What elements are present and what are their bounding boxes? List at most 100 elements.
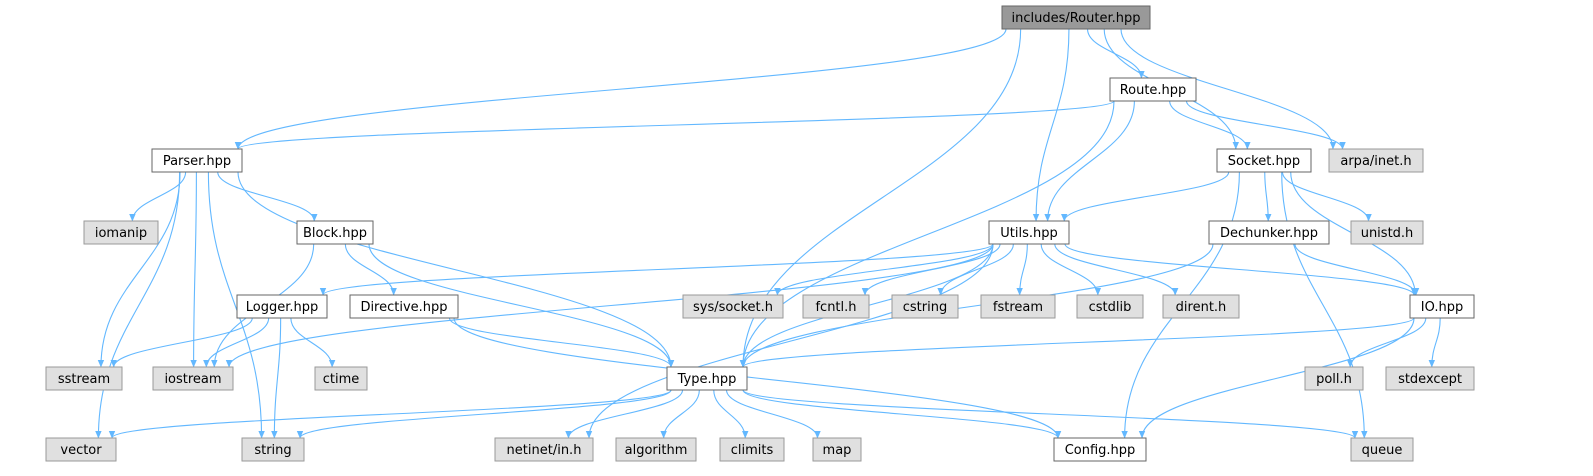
node-label-type: Type.hpp: [677, 372, 737, 387]
node-label-map: map: [823, 443, 852, 458]
edge-io-to-stdexcept: [1428, 317, 1441, 368]
node-iostream: iostream: [152, 366, 234, 391]
node-arpa: arpa/inet.h: [1328, 148, 1424, 173]
node-sstream: sstream: [45, 366, 123, 391]
node-label-route: Route.hpp: [1120, 83, 1187, 98]
node-string: string: [241, 437, 305, 462]
node-directive[interactable]: Directive.hpp: [349, 294, 459, 319]
edge-dechunker-to-io: [1294, 243, 1420, 296]
edge-utils-to-cstring: [937, 243, 1014, 296]
edge-utils-to-cstdlib: [1040, 243, 1102, 296]
edge-socket-to-unistd: [1281, 171, 1372, 222]
node-label-climits: climits: [731, 443, 774, 458]
node-label-ctime: ctime: [323, 372, 360, 387]
node-label-algorithm: algorithm: [625, 443, 688, 458]
node-box-queue: [1350, 437, 1414, 462]
edge-type-to-string: [296, 389, 672, 439]
edge-socket-to-queue: [1281, 171, 1368, 439]
node-dechunker[interactable]: Dechunker.hpp: [1208, 220, 1330, 245]
node-utils[interactable]: Utils.hpp: [988, 220, 1070, 245]
node-box-poll: [1304, 366, 1364, 391]
node-label-config: Config.hpp: [1065, 443, 1136, 458]
node-box-iomanip: [83, 220, 159, 245]
edge-parser-to-string: [207, 171, 265, 439]
edge-logger-to-string: [271, 317, 282, 439]
node-socket[interactable]: Socket.hpp: [1216, 148, 1312, 173]
node-box-stdexcept: [1385, 366, 1475, 391]
edge-block-to-type: [368, 243, 675, 368]
edge-parser-to-iomanip: [129, 171, 187, 222]
edge-router-to-arpa: [1120, 28, 1337, 150]
node-ctime: ctime: [314, 366, 368, 391]
node-router[interactable]: includes/Router.hpp: [1001, 5, 1151, 30]
node-fstream: fstream: [980, 294, 1056, 319]
edge-type-to-vector: [108, 389, 672, 439]
edge-logger-to-sstream: [110, 317, 253, 368]
node-box-ctime: [314, 366, 368, 391]
node-label-io: IO.hpp: [1421, 300, 1463, 315]
edge-io-to-type: [740, 317, 1415, 368]
node-map: map: [812, 437, 862, 462]
node-label-fcntl: fcntl.h: [815, 300, 856, 315]
node-label-dechunker: Dechunker.hpp: [1220, 226, 1318, 241]
node-label-netinet: netinet/in.h: [507, 443, 582, 458]
node-logger[interactable]: Logger.hpp: [236, 294, 328, 319]
node-box-directive: [349, 294, 459, 319]
edge-route-to-socket: [1169, 100, 1251, 150]
node-label-arpa: arpa/inet.h: [1340, 154, 1411, 169]
node-box-type: [666, 366, 748, 391]
edge-type-to-netinet: [565, 389, 684, 439]
node-box-syssocket: [682, 294, 784, 319]
node-box-io: [1409, 294, 1475, 319]
node-box-cstdlib: [1076, 294, 1144, 319]
node-poll: poll.h: [1304, 366, 1364, 391]
edge-logger-to-ctime: [290, 317, 336, 368]
node-iomanip: iomanip: [83, 220, 159, 245]
edge-io-to-poll: [1347, 317, 1427, 368]
node-label-cstdlib: cstdlib: [1089, 300, 1132, 315]
node-io[interactable]: IO.hpp: [1409, 294, 1475, 319]
node-box-sstream: [45, 366, 123, 391]
node-cstdlib: cstdlib: [1076, 294, 1144, 319]
node-label-string: string: [254, 443, 291, 458]
node-label-cstring: cstring: [903, 300, 947, 315]
edge-dechunker-to-type: [739, 243, 1214, 368]
node-parser[interactable]: Parser.hpp: [151, 148, 243, 173]
node-unistd: unistd.h: [1350, 220, 1424, 245]
node-box-socket: [1216, 148, 1312, 173]
node-box-dirent: [1162, 294, 1240, 319]
node-cstring: cstring: [891, 294, 959, 319]
node-route[interactable]: Route.hpp: [1109, 77, 1197, 102]
edge-utils-to-dirent: [1054, 243, 1179, 296]
edge-utils-to-io: [1064, 243, 1418, 296]
edge-router-to-utils: [1032, 28, 1070, 222]
node-label-stdexcept: stdexcept: [1398, 372, 1462, 387]
node-label-unistd: unistd.h: [1361, 226, 1414, 241]
edge-utils-to-netinet: [585, 243, 994, 439]
node-label-iomanip: iomanip: [95, 226, 147, 241]
node-dirent: dirent.h: [1162, 294, 1240, 319]
node-netinet: netinet/in.h: [494, 437, 594, 462]
node-box-config: [1053, 437, 1147, 462]
node-algorithm: algorithm: [615, 437, 697, 462]
edge-socket-to-dechunker: [1264, 171, 1272, 222]
node-box-map: [812, 437, 862, 462]
node-label-router: includes/Router.hpp: [1011, 11, 1140, 26]
node-config[interactable]: Config.hpp: [1053, 437, 1147, 462]
edge-type-to-climits: [713, 389, 749, 439]
node-label-block: Block.hpp: [303, 226, 367, 241]
edge-utils-to-logger: [320, 243, 994, 296]
node-label-vector: vector: [60, 443, 102, 458]
node-block[interactable]: Block.hpp: [296, 220, 374, 245]
node-box-dechunker: [1208, 220, 1330, 245]
node-label-queue: queue: [1362, 443, 1403, 458]
node-box-fstream: [980, 294, 1056, 319]
edge-parser-to-vector: [95, 171, 181, 439]
edge-parser-to-sstream: [97, 171, 181, 368]
edge-socket-to-utils: [1061, 171, 1230, 222]
node-label-dirent: dirent.h: [1176, 300, 1227, 315]
node-type[interactable]: Type.hpp: [666, 366, 748, 391]
node-label-syssocket: sys/socket.h: [693, 300, 773, 315]
edge-type-to-queue: [742, 389, 1359, 439]
